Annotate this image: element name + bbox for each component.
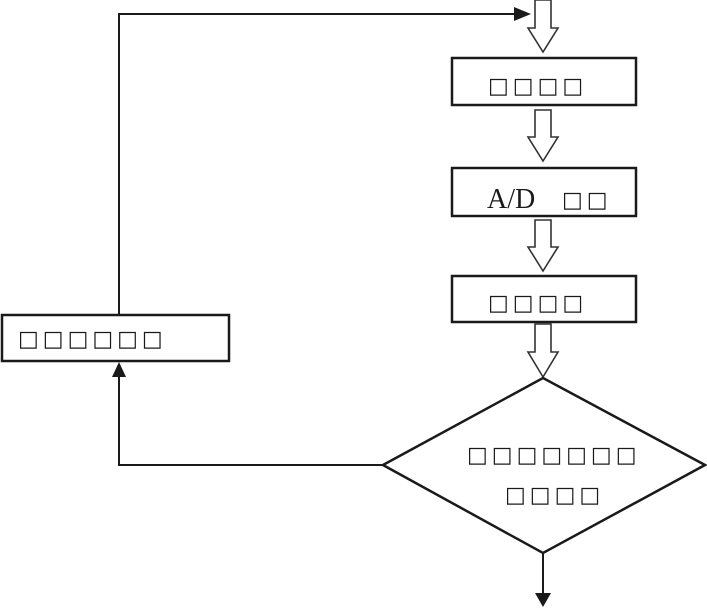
process-box-3-label: □□□□ xyxy=(488,291,587,316)
decision-label-line2: □□□□ xyxy=(505,483,604,508)
process-box-1 xyxy=(450,56,638,107)
process-box-2 xyxy=(450,166,638,218)
hollow-arrow-2 xyxy=(526,219,560,273)
decision-label-line1: □□□□□□□ xyxy=(467,443,641,468)
side-process-label: □□□□□□ xyxy=(18,327,167,352)
hollow-arrow-3 xyxy=(526,323,560,379)
no-branch-arrowhead-icon xyxy=(112,362,126,377)
side-process-box xyxy=(0,313,231,363)
hollow-arrow-1 xyxy=(526,109,560,163)
no-branch-line xyxy=(118,375,383,466)
loop-back-line xyxy=(118,13,516,315)
process-box-3 xyxy=(450,274,638,324)
hollow-arrow-entry xyxy=(526,0,560,54)
loop-back-arrowhead-icon xyxy=(514,7,531,21)
process-box-2-suffix: □□ xyxy=(562,188,612,213)
process-box-1-label: □□□□ xyxy=(488,74,587,99)
process-box-2-prefix: A/D xyxy=(487,184,535,215)
exit-arrowhead-icon xyxy=(535,593,551,607)
